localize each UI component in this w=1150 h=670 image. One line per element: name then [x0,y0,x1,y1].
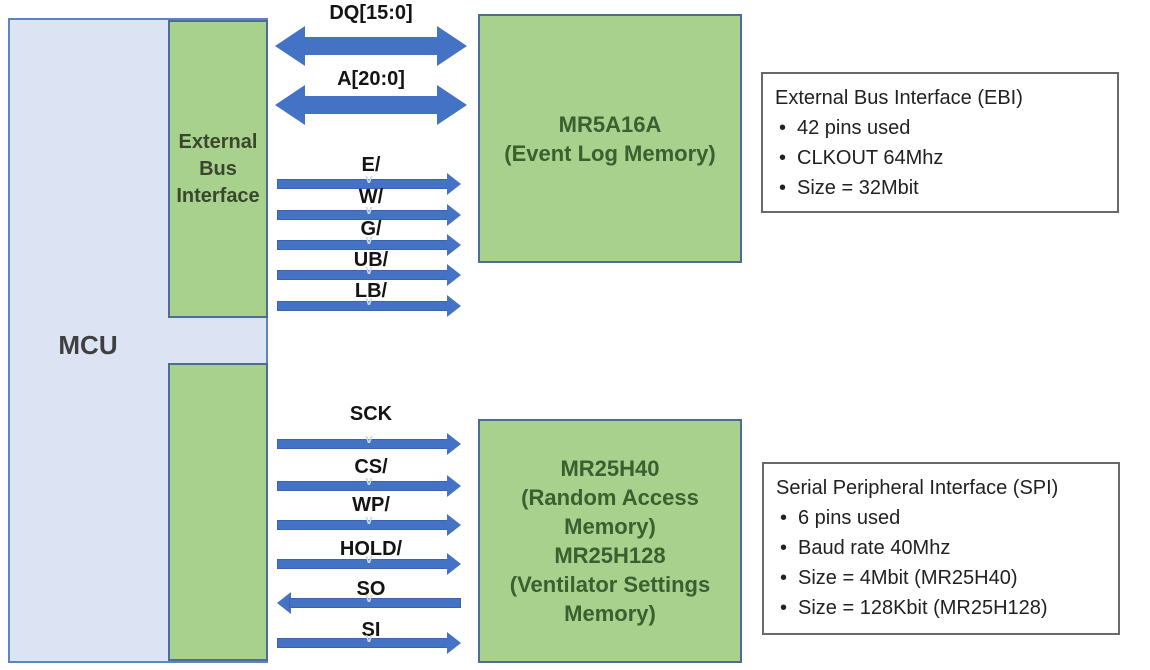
memory-description: Memory) [564,514,656,539]
memory-name: MR5A16A [558,111,662,137]
spi-note-box: Serial Peripheral Interface (SPI) 6 pins… [762,462,1120,635]
memory-description: Memory) [564,601,656,626]
signal-arrow-e [277,173,461,195]
signal-label-w: W/ [358,186,384,208]
arrow-head-right [437,85,467,125]
arrow-head-right [447,514,461,536]
signal-arrow-hold [277,553,461,575]
bus-arrow-a [275,85,467,125]
spi-note-bullet: Size = 4Mbit (MR25H40) [776,563,1106,593]
signal-arrow-wp [277,514,461,536]
signal-arrow-g [277,234,461,256]
arrow-head-right [437,26,467,66]
signal-label-e: E/ [361,154,381,176]
signal-label-si: SI [361,619,381,641]
arrow-head-right [447,264,461,286]
memory-description: (Random Access [521,485,699,510]
signal-label-cs: CS/ [354,456,388,478]
ebi-note-box: External Bus Interface (EBI) 42 pins use… [761,72,1119,213]
arrow-bar [302,96,440,114]
signal-arrow-w [277,204,461,226]
spi-note-bullet: 6 pins used [776,503,1106,533]
spi-note-bullet: Size = 128Kbit (MR25H128) [776,593,1106,623]
memory-description: (Event Log Memory) [504,140,716,166]
signal-label-a: A[20:0] [337,68,405,90]
spi-memory-block: MR25H40 (Random Access Memory) MR25H128 … [478,419,742,663]
mcu-label: MCU [58,330,118,360]
arrow-head-right [447,475,461,497]
memory-name: MR25H40 [560,456,660,481]
signal-label-lb: LB/ [354,280,388,302]
ebi-note-bullet: Size = 32Mbit [775,173,1105,203]
arrow-head-left [277,592,291,614]
event-log-memory-block: MR5A16A (Event Log Memory) [478,14,742,263]
arrow-head-right [447,295,461,317]
signal-arrow-si [277,632,461,654]
signal-arrow-cs [277,475,461,497]
spi-note-bullet: Baud rate 40Mhz [776,533,1106,563]
ebi-note-bullet: 42 pins used [775,113,1105,143]
signal-label-ub: UB/ [353,249,389,271]
arrow-bar [302,37,440,55]
signal-label-hold: HOLD/ [339,538,403,560]
external-bus-interface-block: External Bus Interface [168,20,268,318]
memory-name: MR25H128 [554,543,666,568]
bus-arrow-dq [275,26,467,66]
arrow-head-right [447,204,461,226]
spi-note-list: 6 pins used Baud rate 40Mhz Size = 4Mbit… [776,503,1106,623]
arrow-head-left [275,85,305,125]
arrow-head-right [447,433,461,455]
arrow-head-left [275,26,305,66]
arrow-head-right [447,632,461,654]
spi-note-title: Serial Peripheral Interface (SPI) [776,477,1059,499]
spi-port-block [168,363,268,661]
signal-label-sck: SCK [349,403,393,425]
arrow-head-right [447,173,461,195]
signal-arrow-sck [277,433,461,455]
ebi-note-bullet: CLKOUT 64Mhz [775,143,1105,173]
signal-arrow-so [277,592,461,614]
memory-description: (Ventilator Settings [509,572,711,597]
ebi-note-list: 42 pins used CLKOUT 64Mhz Size = 32Mbit [775,113,1105,203]
arrow-head-right [447,553,461,575]
arrow-head-right [447,234,461,256]
signal-label-so: SO [356,578,386,600]
signal-arrow-ub [277,264,461,286]
signal-label-dq: DQ[15:0] [329,2,413,24]
external-bus-interface-label: External Bus Interface [176,130,260,207]
signal-arrow-lb [277,295,461,317]
ebi-note-title: External Bus Interface (EBI) [775,87,1023,109]
signal-label-wp: WP/ [352,494,390,516]
signal-label-g: G/ [360,218,382,240]
